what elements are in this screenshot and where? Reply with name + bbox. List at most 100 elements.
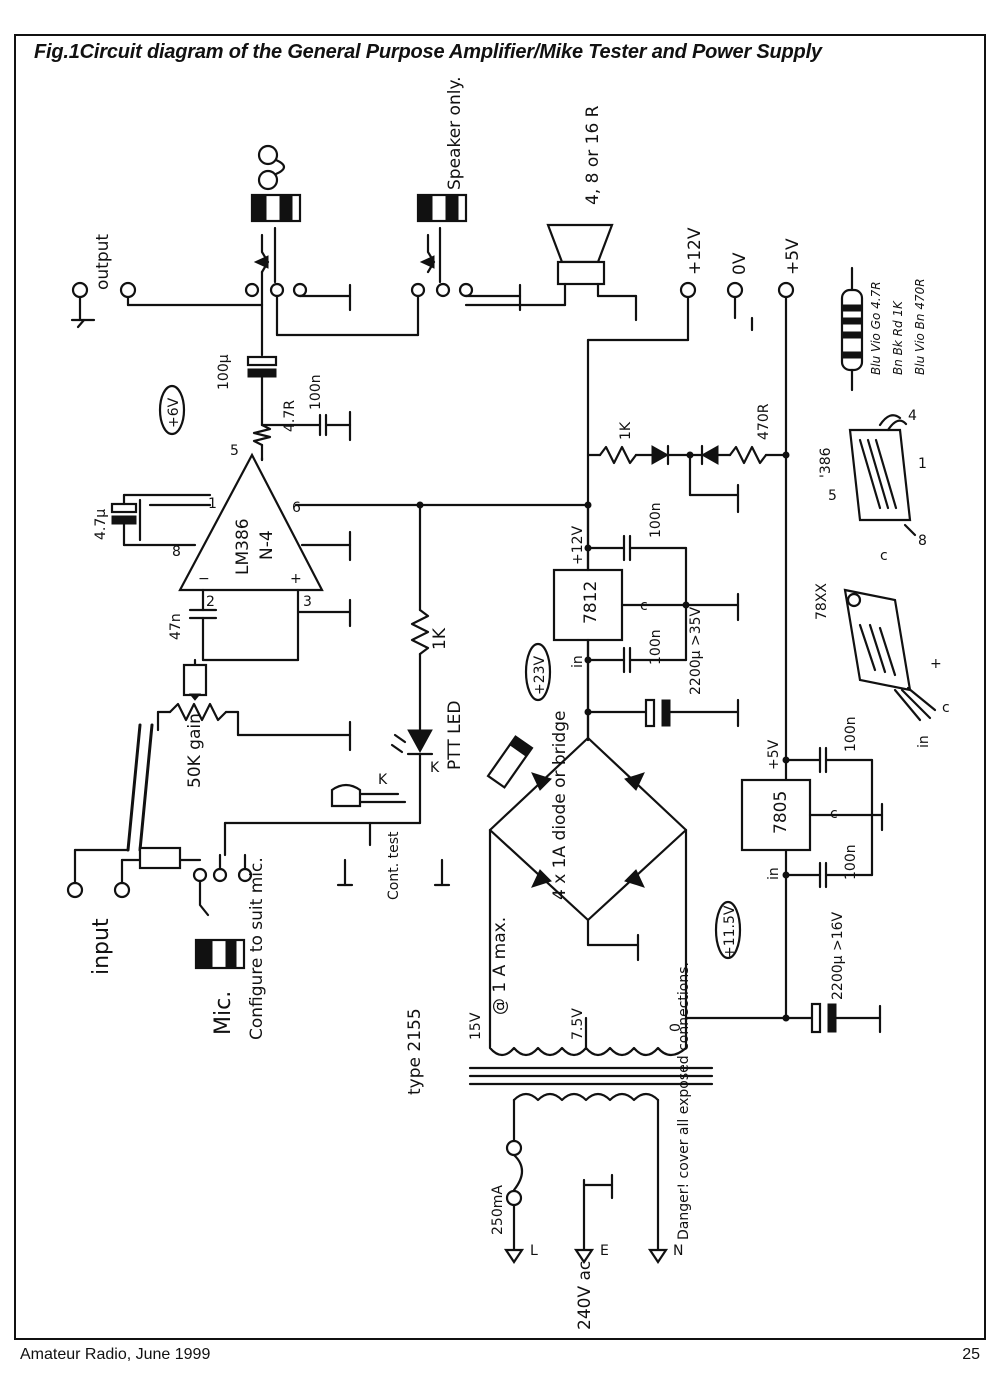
c2200-35-label: 2200µ >35V	[688, 606, 704, 695]
speaker-impedance-label: 4, 8 or 16 R	[583, 105, 603, 205]
led-drawing	[330, 783, 407, 808]
output-coupling-network	[246, 303, 352, 462]
fuse-label: 250mA	[490, 1185, 506, 1235]
pin5-label: 5	[230, 443, 239, 459]
p1-label: 1	[918, 456, 927, 472]
p8-label: 8	[918, 533, 927, 549]
c100u-label: 100µ	[216, 354, 232, 390]
figure-title: Fig.1Circuit diagram of the General Purp…	[34, 41, 822, 63]
headphone-jack	[244, 193, 352, 312]
c5-label: c	[830, 806, 838, 822]
plus11-5v-label: +11.5V	[722, 905, 738, 958]
reservoir-cap-16v	[684, 1002, 882, 1034]
plus12v-label: +12V	[685, 227, 705, 275]
plus12-reg-label: +12V	[570, 525, 586, 565]
speaker-icon	[464, 223, 638, 322]
res-key3-label: Blu Vio Bn 470R	[913, 278, 927, 375]
mains-input	[503, 1139, 669, 1264]
configure-label: Configure to suit mic.	[247, 857, 267, 1040]
output-label: output	[93, 234, 113, 290]
r1k-top-label: 1K	[618, 421, 634, 440]
plus6v-marker	[158, 384, 186, 436]
plus5-reg-label: +5V	[766, 739, 782, 770]
ptt-led-branch	[223, 503, 434, 857]
publication-footer: Amateur Radio, June 1999	[20, 1346, 211, 1363]
res-key1-label: Blu Vio Go 4.7R	[869, 281, 883, 375]
ic386-drawing	[848, 414, 917, 537]
reg-c2-label: c	[942, 700, 950, 716]
c100n-c-label: 100n	[843, 716, 859, 752]
c100n-label: 100n	[308, 374, 324, 410]
plus6v-label: +6V	[166, 397, 182, 428]
r4-7-label: 4.7R	[282, 400, 298, 432]
regulator-7805	[740, 746, 884, 889]
pin2-label: 2	[206, 594, 215, 610]
minus-label: −	[198, 571, 210, 587]
pin6-label: 6	[292, 500, 301, 516]
regulator-7812	[552, 503, 740, 742]
cont-test-label: Cont. test	[386, 831, 402, 900]
gain-label: 50K gain	[185, 713, 205, 788]
page-border	[14, 34, 986, 1340]
in12-label: in	[570, 655, 586, 668]
r470-label: 470R	[756, 403, 772, 440]
speaker-jack	[275, 193, 522, 337]
speaker-only-label: Speaker only.	[445, 77, 465, 191]
gain-potentiometer	[126, 658, 352, 852]
reg-c-label: c	[880, 548, 888, 564]
zero-label: 0	[668, 1023, 684, 1032]
lm386-amplifier	[110, 452, 592, 662]
p5-label: 5	[828, 488, 837, 504]
zero-v-label: 0V	[730, 252, 750, 275]
cont-test-ground	[336, 858, 451, 887]
headphone-icon	[257, 144, 286, 191]
N-label: N	[673, 1243, 683, 1259]
c100n-d-label: 100n	[843, 844, 859, 880]
ac-label: 240V ac	[575, 1261, 595, 1330]
at1a-label: @ 1 A max.	[490, 917, 510, 1015]
plus5v-label: +5V	[783, 238, 803, 275]
in5-label: in	[766, 867, 782, 880]
c47n-label: 47n	[168, 613, 184, 640]
v7-5-label: 7.5V	[570, 1008, 586, 1040]
ic-sub-label: N-4	[257, 530, 277, 560]
plus11-5v-marker	[714, 900, 742, 960]
reg78xx-label: 78XX	[814, 583, 830, 620]
reg12-label: 7812	[581, 581, 601, 624]
mic-label: Mic.	[211, 991, 236, 1035]
res-key2-label: Bn Bk Rd 1K	[891, 300, 905, 375]
input-label: input	[89, 918, 114, 975]
transformer	[468, 1016, 714, 1252]
pin1-label: 1	[208, 496, 217, 512]
k-led2-label: K	[378, 772, 388, 788]
v15-label: 15V	[468, 1012, 484, 1040]
pin3-label: 3	[303, 594, 312, 610]
plus-label: +	[290, 571, 302, 587]
input-terminals	[66, 846, 253, 917]
p4-label: 4	[908, 408, 917, 424]
reg-plus-label: +	[930, 656, 942, 672]
type-label: type 2155	[405, 1008, 425, 1095]
bridge-rectifier	[486, 735, 688, 1042]
plus23v-marker	[524, 642, 552, 702]
output-terminals	[70, 281, 264, 329]
c100n-a-label: 100n	[648, 502, 664, 538]
c4-7u-label: 4.7µ	[93, 509, 109, 540]
ic-name-label: LM386	[233, 518, 253, 575]
c100n-b-label: 100n	[648, 629, 664, 665]
c2200-16-label: 2200µ >16V	[830, 911, 846, 1000]
ptt-led-label: PTT LED	[445, 701, 465, 770]
reg78xx-drawing	[843, 588, 937, 722]
reservoir-cap-35v	[584, 698, 740, 728]
bridge-label: 4 x 1A diode or bridge	[550, 711, 570, 900]
reg5-label: 7805	[771, 791, 791, 834]
reg-in-label: in	[916, 735, 932, 748]
pin8-label: 8	[172, 544, 181, 560]
ic386-label: '386	[818, 447, 834, 478]
r1k-led-label: 1K	[430, 627, 450, 650]
resistor-drawing	[840, 266, 864, 392]
E-label: E	[600, 1243, 609, 1259]
rail-resistor-chain	[586, 444, 790, 514]
page-number: 25	[962, 1346, 980, 1363]
